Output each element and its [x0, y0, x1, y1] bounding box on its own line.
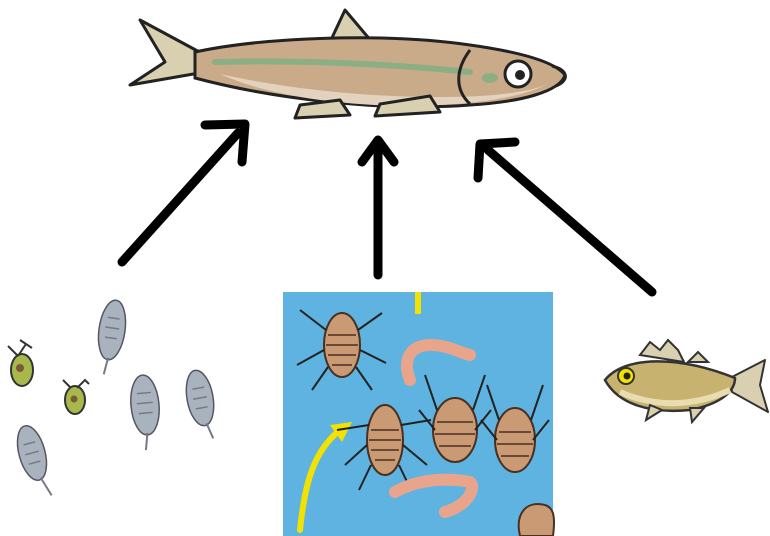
smelt-fish-icon [130, 10, 565, 118]
arrow-insects-to-smelt [362, 140, 394, 275]
arrow-zooplankton-to-smelt [122, 124, 245, 262]
copepod [182, 368, 220, 441]
arrow-small-fish-to-smelt [478, 142, 652, 292]
small-fish-icon [605, 340, 768, 422]
copepod [12, 423, 56, 501]
aquatic-insect-larvae-icon [283, 292, 554, 536]
daphnia [63, 380, 89, 414]
zooplankton-icon [8, 298, 220, 500]
copepod [128, 374, 162, 451]
copepod [93, 298, 129, 376]
daphnia [8, 340, 33, 386]
